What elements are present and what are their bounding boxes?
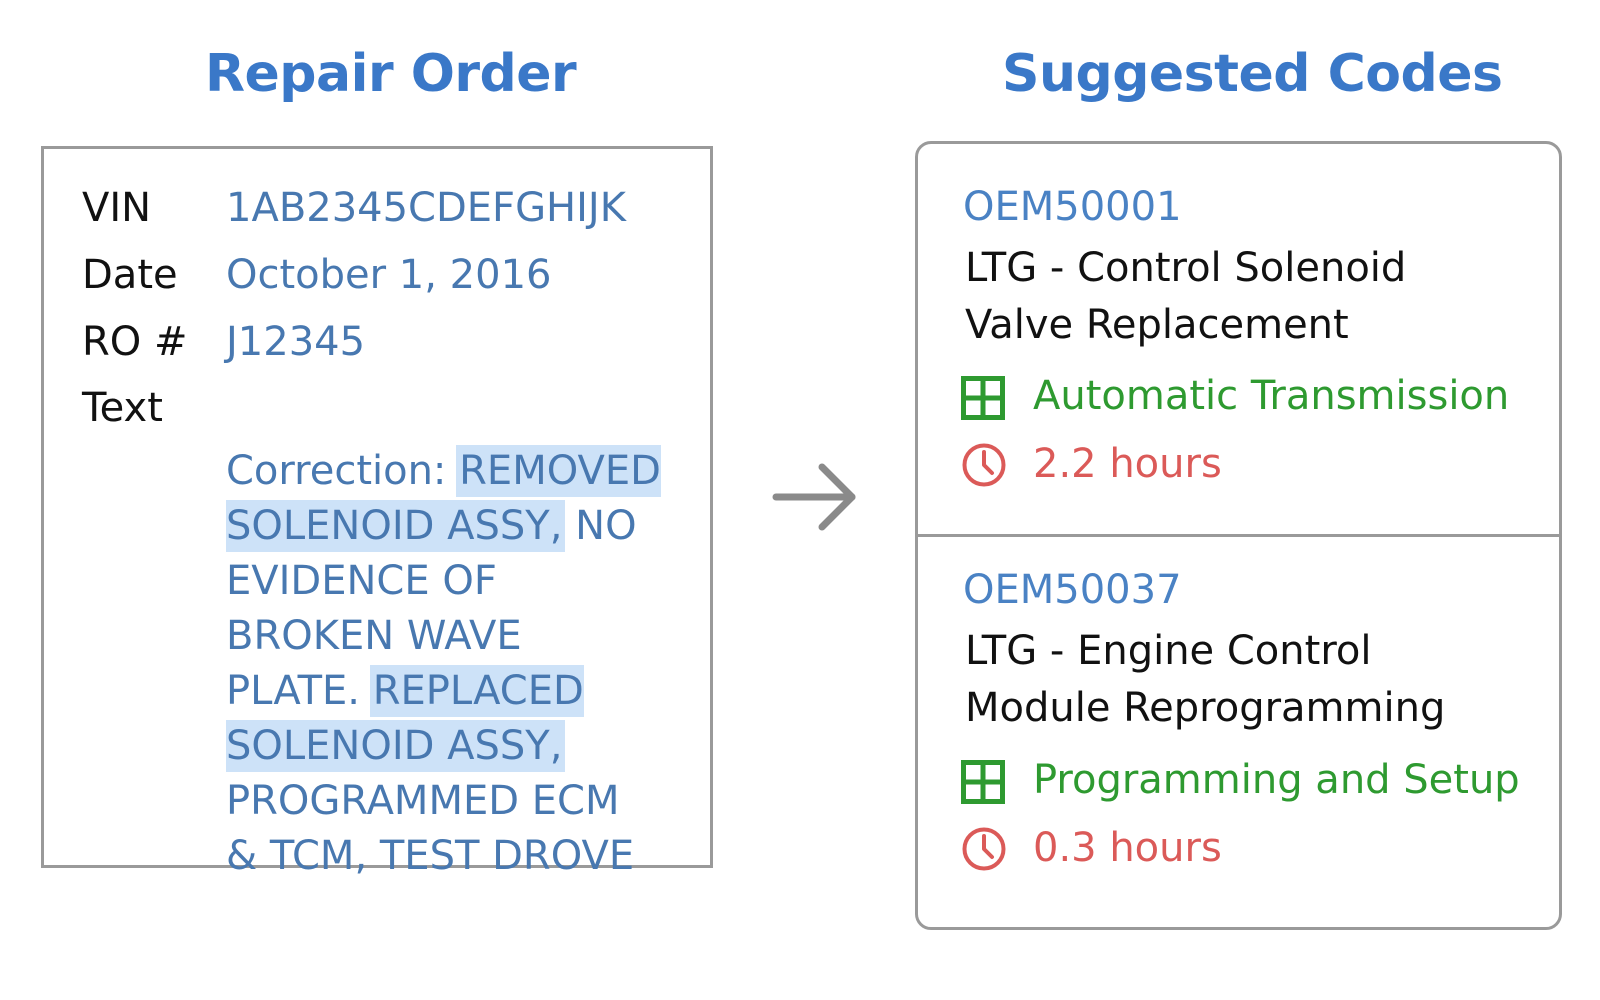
grid-icon [961, 760, 1005, 808]
duration-label: 0.3 hours [1033, 825, 1222, 871]
repair-order-text: Correction: REMOVED SOLENOID ASSY, NO EV… [226, 389, 696, 884]
suggested-codes-heading: Suggested Codes [1002, 44, 1503, 104]
text-segment: PROGRAMMED ECM & TCM, TEST DROVE [226, 778, 635, 879]
category-label: Programming and Setup [1033, 757, 1520, 803]
vin-label: VIN [82, 185, 152, 231]
text-segment: NO EVIDENCE OF BROKEN WAVE PLATE. [226, 503, 637, 714]
grid-icon [961, 376, 1005, 424]
ro-number-value: J12345 [226, 319, 366, 365]
text-segment: Correction: [226, 448, 460, 494]
arrow-right-icon [772, 462, 862, 536]
ro-number-label: RO # [82, 319, 188, 365]
clock-icon [961, 826, 1007, 876]
card-divider [918, 534, 1559, 537]
code-id: OEM50037 [963, 567, 1182, 613]
clock-icon [961, 442, 1007, 492]
code-id: OEM50001 [963, 184, 1182, 230]
date-label: Date [82, 252, 178, 298]
vin-value: 1AB2345CDEFGHIJK [226, 185, 626, 231]
code-description: LTG - Engine Control Module Reprogrammin… [965, 628, 1446, 731]
duration-label: 2.2 hours [1033, 441, 1222, 487]
repair-order-panel: VIN 1AB2345CDEFGHIJK Date October 1, 201… [41, 146, 713, 879]
category-label: Automatic Transmission [1033, 373, 1510, 419]
suggested-codes-panel: OEM50001 LTG - Control Solenoid Valve Re… [915, 141, 1562, 930]
code-description: LTG - Control Solenoid Valve Replacement [965, 245, 1407, 348]
code-card[interactable]: OEM50037 LTG - Engine Control Module Rep… [918, 537, 1559, 930]
repair-order-heading: Repair Order [205, 44, 577, 104]
date-value: October 1, 2016 [226, 252, 552, 298]
code-card[interactable]: OEM50001 LTG - Control Solenoid Valve Re… [918, 144, 1559, 534]
text-label: Text [82, 385, 163, 431]
